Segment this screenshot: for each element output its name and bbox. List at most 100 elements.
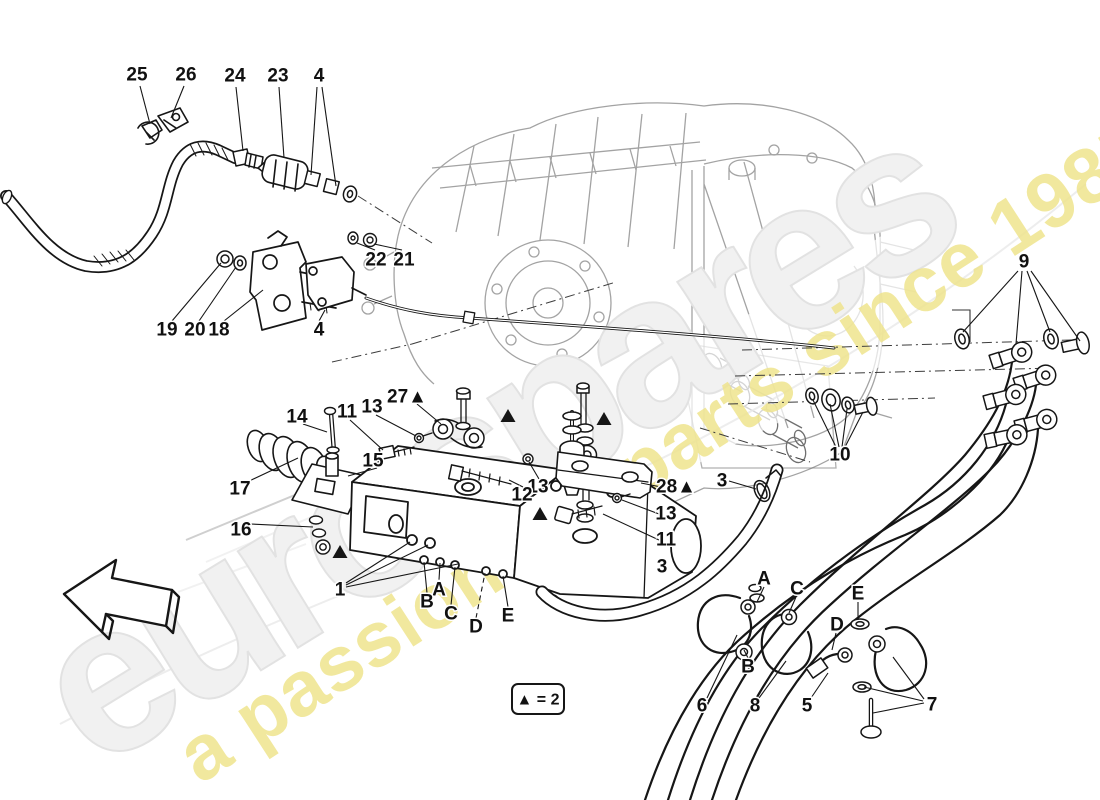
screw-11-left	[378, 444, 415, 461]
leader-line	[1015, 270, 1023, 345]
leader-line	[841, 408, 848, 448]
leader-line	[508, 479, 524, 488]
callout-19: 19	[156, 320, 177, 341]
leader-line	[345, 541, 411, 584]
leader-line	[170, 85, 185, 119]
callout-7: 7	[927, 695, 938, 716]
callout-24: 24	[224, 66, 246, 87]
reference-bracket-line	[952, 309, 971, 342]
leader-line	[349, 419, 384, 451]
leader-line	[139, 85, 151, 125]
legend-text: ▲ = 2	[517, 692, 560, 709]
leader-line	[318, 309, 326, 322]
callout-C: C	[790, 579, 804, 600]
callout-1: 1	[335, 580, 346, 601]
leader-line	[728, 480, 757, 490]
callout-15: 15	[362, 451, 384, 472]
construction-line	[699, 427, 811, 463]
leader-line	[416, 403, 442, 425]
callout-26: 26	[175, 65, 196, 86]
triangle-marker	[596, 412, 612, 425]
callout-3: 3	[717, 471, 728, 492]
direction-arrow	[62, 558, 181, 641]
callout-E: E	[502, 606, 515, 627]
leader-line	[812, 399, 837, 448]
leader-line	[198, 266, 237, 322]
washer-20	[233, 255, 247, 271]
callout-12: 12	[511, 485, 532, 506]
clamp-bracket-26	[157, 107, 189, 133]
callout-6: 6	[697, 696, 708, 717]
leader-line	[831, 632, 837, 651]
leader-line	[278, 86, 285, 159]
leader-line	[758, 660, 787, 699]
leader-line	[602, 513, 660, 541]
callout-8: 8	[750, 696, 761, 717]
hose-loop-7	[850, 618, 928, 739]
construction-line	[331, 343, 413, 363]
pipe-fitting-24	[232, 148, 264, 170]
trunnion-15	[291, 452, 367, 515]
callout-28-tri: 28▲	[656, 477, 696, 498]
clutch-feed-pipe	[364, 296, 836, 350]
clutch-pipe	[0, 140, 241, 274]
leader-line	[347, 467, 378, 477]
valve-body	[419, 469, 702, 609]
construction-line	[734, 367, 1056, 377]
leader-line	[706, 634, 738, 699]
hose-end-fittings-right	[982, 341, 1058, 450]
leader-line	[321, 86, 337, 187]
banjo-union-27	[432, 387, 485, 449]
leader-line	[375, 414, 417, 437]
leader-line	[810, 672, 829, 699]
pressure-switch-4	[305, 256, 367, 311]
triangle-marker	[532, 507, 548, 520]
leader-line	[223, 289, 264, 322]
bolt-11-right	[554, 505, 603, 525]
callout-17: 17	[229, 479, 250, 500]
leader-line	[373, 243, 403, 251]
callout-16: 16	[230, 520, 251, 541]
leader-line	[640, 482, 662, 488]
callout-23: 23	[267, 66, 288, 87]
callout-B: B	[741, 657, 755, 678]
leader-line	[302, 423, 328, 433]
construction-line	[741, 339, 1073, 351]
callout-A: A	[432, 580, 446, 601]
callout-9: 9	[1019, 252, 1030, 273]
leader-line	[249, 523, 314, 528]
bell-housing-flange	[484, 239, 612, 367]
watermark-swoosh	[13, 117, 1100, 749]
callout-14: 14	[286, 407, 308, 428]
callout-A: A	[757, 569, 771, 590]
leader-line	[1030, 270, 1081, 342]
leader-line	[1026, 270, 1051, 333]
pipe-clamp-25	[137, 119, 163, 145]
callout-5: 5	[802, 696, 813, 717]
callout-27-tri: 27▲	[387, 387, 427, 408]
switch-bracket-18	[249, 230, 339, 331]
banjo-bolt-12	[447, 464, 512, 486]
leader-line	[892, 656, 925, 700]
triangle-markers	[332, 409, 612, 558]
leader-line	[310, 86, 318, 176]
screw-13-right	[611, 492, 631, 504]
fittings-4-top	[303, 169, 358, 203]
leader-line	[844, 411, 864, 448]
elbow-5	[805, 647, 853, 679]
callout-13: 13	[655, 504, 676, 525]
leader-line	[756, 586, 765, 603]
leader-line	[788, 596, 797, 614]
leader-line	[872, 702, 925, 714]
callout-C: C	[444, 604, 458, 625]
leader-line	[345, 544, 429, 586]
callout-D: D	[830, 615, 844, 636]
callout-13: 13	[361, 397, 382, 418]
nut-19	[216, 250, 234, 268]
callout-18: 18	[208, 320, 229, 341]
callout-10: 10	[829, 445, 850, 466]
triangle-marker	[332, 545, 348, 558]
leader-line	[962, 270, 1019, 333]
